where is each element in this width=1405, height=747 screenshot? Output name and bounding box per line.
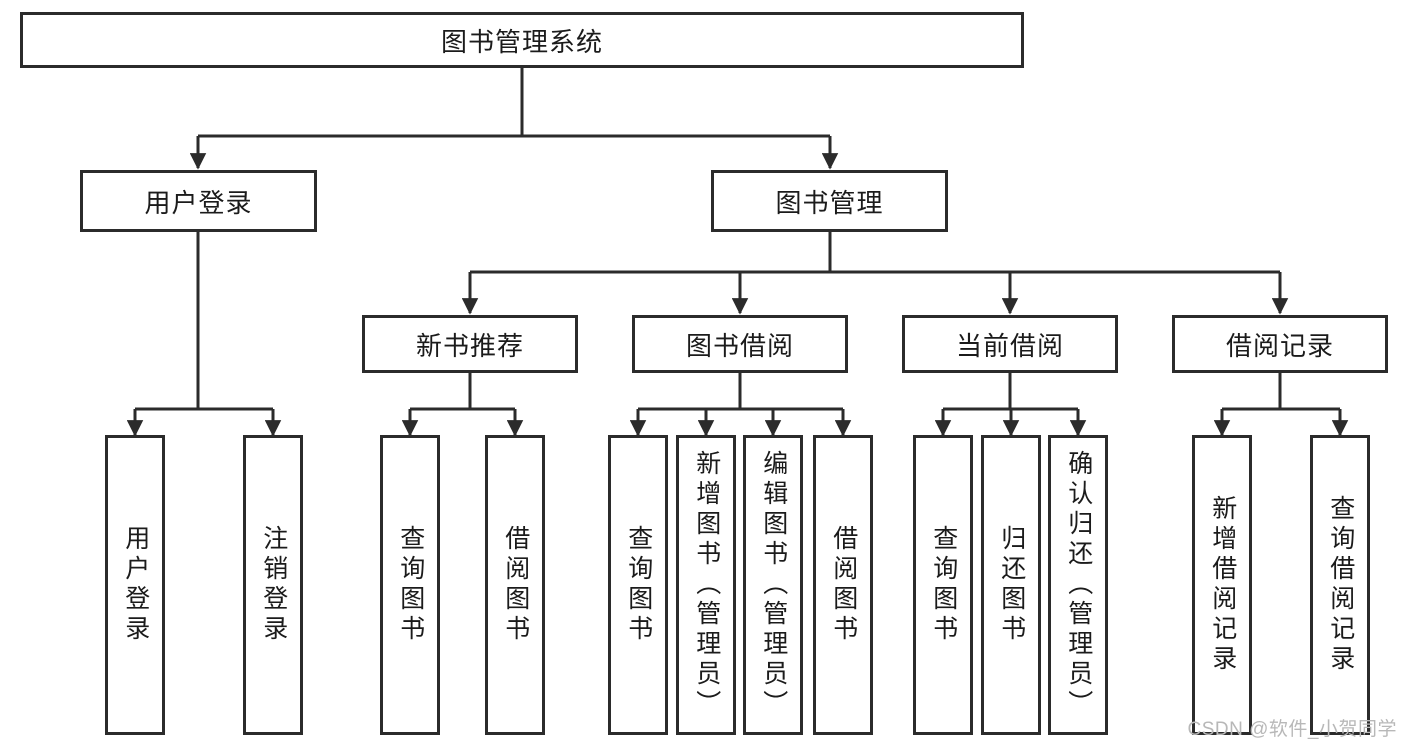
node-book-borrow-label: 图书借阅 xyxy=(685,330,794,361)
leaf-label: 查询图书 xyxy=(624,525,653,645)
node-current-borrow[interactable]: 当前借阅 xyxy=(902,315,1118,373)
leaf-label: 归还图书 xyxy=(997,525,1026,645)
node-root-system[interactable]: 图书管理系统 xyxy=(20,12,1024,68)
node-book-management[interactable]: 图书管理 xyxy=(711,170,948,232)
leaf-label: 用户登录 xyxy=(121,525,150,645)
leaf-label: 借阅图书 xyxy=(501,525,530,645)
leaf-record-add-record[interactable]: 新增借阅记录 xyxy=(1192,435,1252,735)
leaf-label: 查询借阅记录 xyxy=(1326,495,1355,675)
node-book-management-label: 图书管理 xyxy=(775,187,884,218)
leaf-borrow-borrow-book[interactable]: 借阅图书 xyxy=(813,435,873,735)
node-new-book-recommend-label: 新书推荐 xyxy=(415,330,524,361)
leaf-current-query-book[interactable]: 查询图书 xyxy=(913,435,973,735)
node-root-label: 图书管理系统 xyxy=(440,26,603,57)
leaf-current-return-book[interactable]: 归还图书 xyxy=(981,435,1041,735)
leaf-label: 查询图书 xyxy=(396,525,425,645)
leaf-borrow-edit-book[interactable]: 编辑图书（管理员） xyxy=(743,435,803,735)
watermark-text: CSDN @软件_小贺同学 xyxy=(1187,719,1397,740)
leaf-label: 新增借阅记录 xyxy=(1208,495,1237,675)
leaf-recommend-borrow-book[interactable]: 借阅图书 xyxy=(485,435,545,735)
leaf-label: 新增图书（管理员） xyxy=(692,450,721,720)
node-borrow-record-label: 借阅记录 xyxy=(1225,330,1334,361)
node-user-login[interactable]: 用户登录 xyxy=(80,170,317,232)
leaf-user-login-signin[interactable]: 用户登录 xyxy=(105,435,165,735)
leaf-borrow-add-book[interactable]: 新增图书（管理员） xyxy=(676,435,736,735)
node-new-book-recommend[interactable]: 新书推荐 xyxy=(362,315,578,373)
node-user-login-label: 用户登录 xyxy=(144,187,253,218)
leaf-label: 注销登录 xyxy=(259,525,288,645)
node-borrow-record[interactable]: 借阅记录 xyxy=(1172,315,1388,373)
node-current-borrow-label: 当前借阅 xyxy=(955,330,1064,361)
leaf-record-query-record[interactable]: 查询借阅记录 xyxy=(1310,435,1370,735)
node-book-borrow[interactable]: 图书借阅 xyxy=(632,315,848,373)
leaf-borrow-query-book[interactable]: 查询图书 xyxy=(608,435,668,735)
leaf-current-confirm-return[interactable]: 确认归还（管理员） xyxy=(1048,435,1108,735)
leaf-user-login-signout[interactable]: 注销登录 xyxy=(243,435,303,735)
leaf-label: 编辑图书（管理员） xyxy=(759,450,788,720)
leaf-label: 确认归还（管理员） xyxy=(1064,450,1093,720)
leaf-label: 查询图书 xyxy=(929,525,958,645)
leaf-label: 借阅图书 xyxy=(829,525,858,645)
leaf-recommend-query-book[interactable]: 查询图书 xyxy=(380,435,440,735)
